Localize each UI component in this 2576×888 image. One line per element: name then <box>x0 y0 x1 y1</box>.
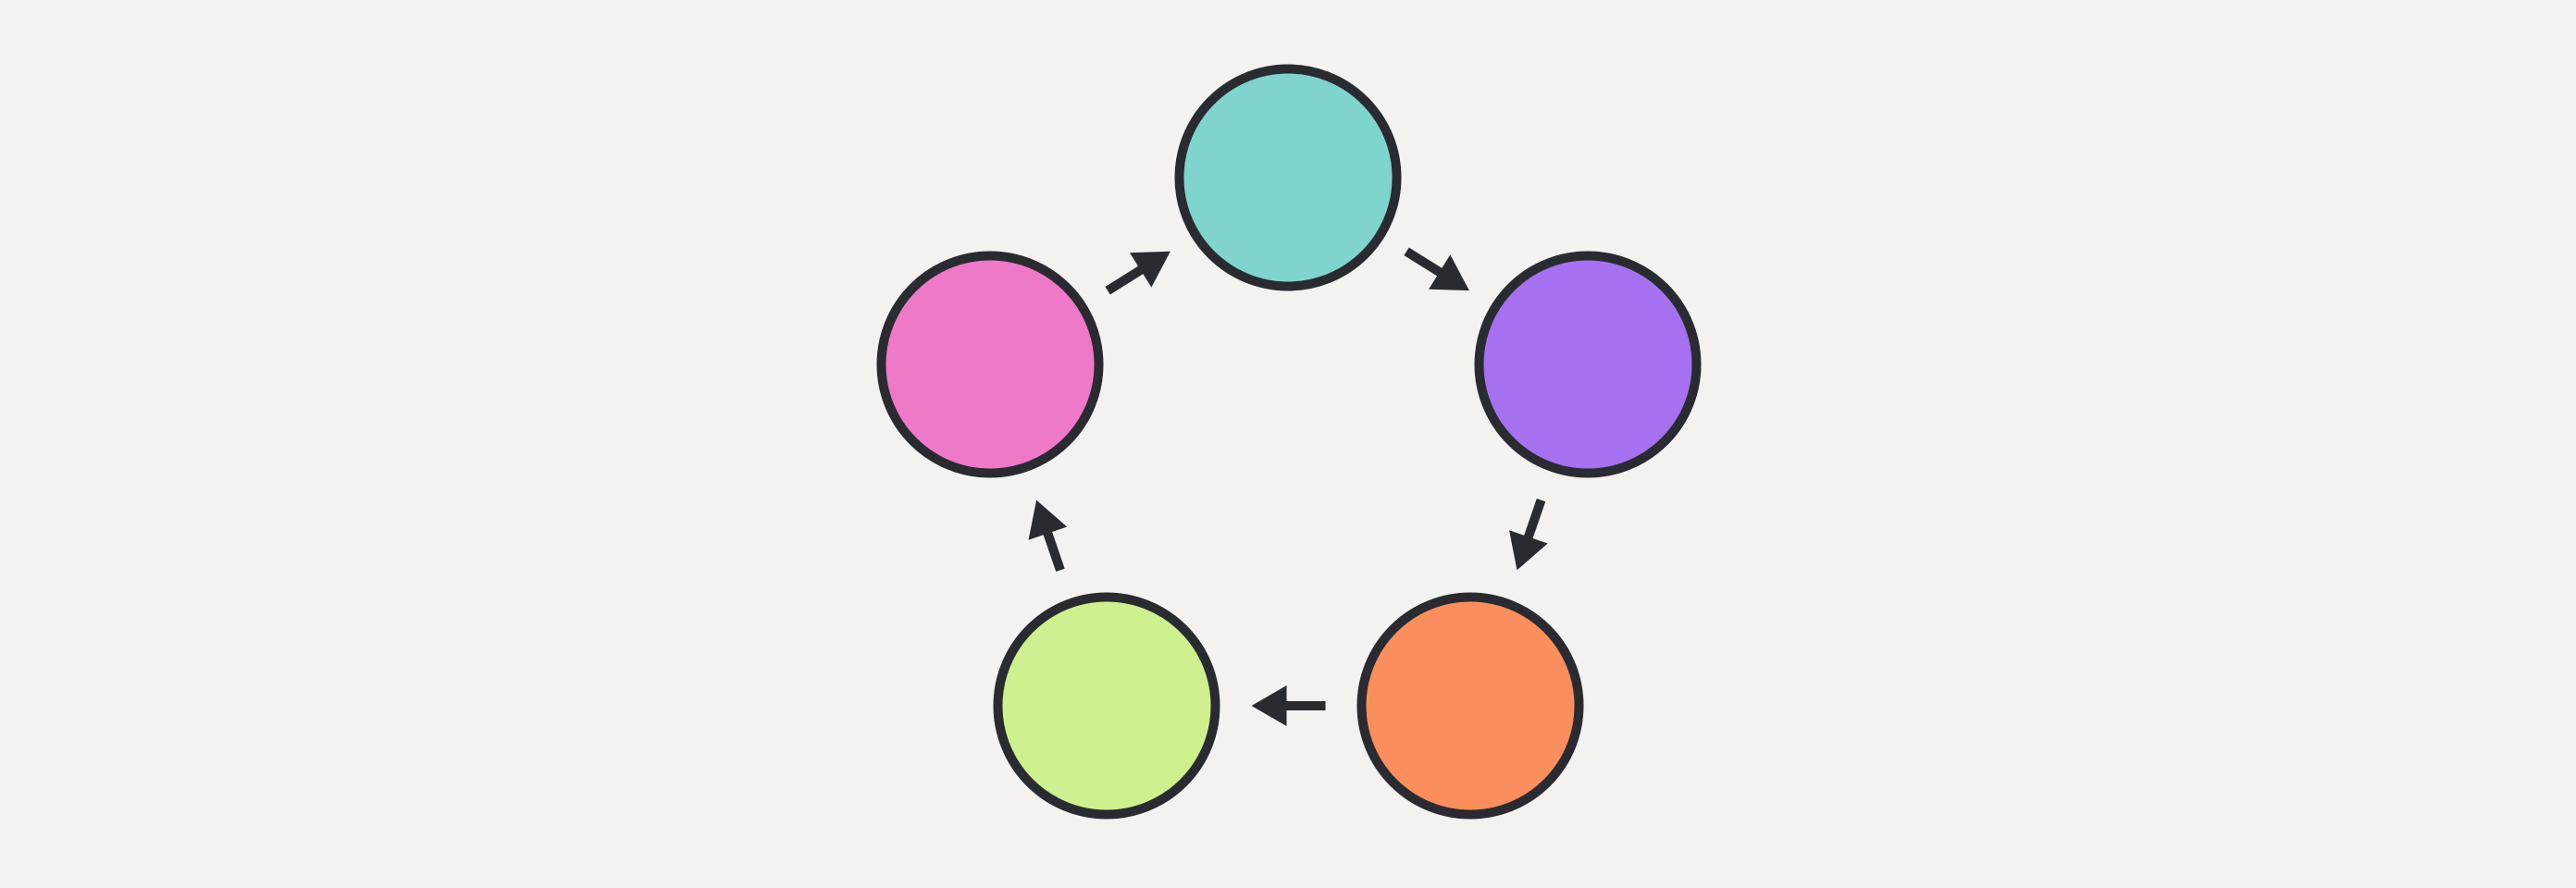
edge-arrow-teal-to-purple <box>1404 247 1469 291</box>
arrowhead-icon <box>1028 500 1068 540</box>
arrow-shaft <box>1404 247 1444 278</box>
arrow-shaft <box>1042 530 1065 572</box>
edge-arrow-purple-to-orange <box>1509 499 1548 571</box>
node-orange <box>1356 592 1584 820</box>
node-pink <box>876 251 1104 478</box>
arrowhead-icon <box>1509 530 1548 571</box>
arrowhead-icon <box>1429 254 1469 291</box>
arrow-shaft <box>1105 265 1146 295</box>
arrow-shaft <box>1523 499 1546 540</box>
edge-arrow-orange-to-green <box>1251 685 1326 726</box>
arrowhead-icon <box>1130 251 1170 288</box>
edge-arrow-green-to-pink <box>1028 500 1068 572</box>
arrowhead-icon <box>1251 685 1287 726</box>
node-teal <box>1174 64 1402 291</box>
edge-arrow-pink-to-teal <box>1105 251 1170 295</box>
node-green <box>993 592 1220 820</box>
node-purple <box>1474 251 1702 478</box>
